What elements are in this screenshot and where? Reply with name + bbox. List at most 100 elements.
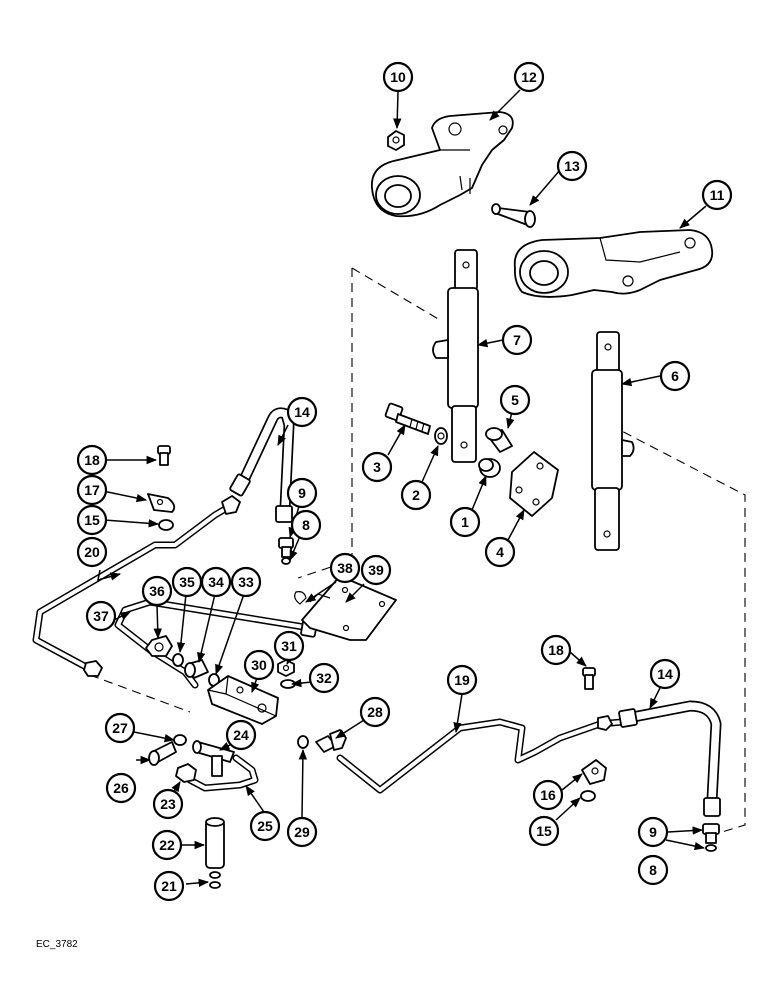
callout-27-label: 27 <box>112 720 128 736</box>
callout-3: 3 <box>361 451 393 483</box>
callout-7-label: 7 <box>513 332 521 348</box>
o-rings-21 <box>209 871 221 889</box>
pipe-25 <box>186 754 259 792</box>
callout-10-label: 10 <box>390 69 406 85</box>
callout-5-label: 5 <box>511 392 519 408</box>
clip-bolt-right <box>582 667 596 690</box>
lift-arm-left <box>371 111 514 218</box>
adapter-28 <box>315 729 347 753</box>
callout-18-right: 18 <box>540 634 572 666</box>
callout-20-label: 20 <box>84 544 100 560</box>
callout-34-label: 34 <box>208 574 224 590</box>
callout-32: 32 <box>308 662 340 694</box>
callout-17: 17 <box>76 474 108 506</box>
callout-33-label: 33 <box>238 574 254 590</box>
callout-14-left-label: 14 <box>294 404 310 420</box>
callout-39: 39 <box>360 554 392 586</box>
callout-15-left-label: 15 <box>84 512 100 528</box>
callout-36: 36 <box>141 575 173 607</box>
cover-plate <box>301 575 397 641</box>
nut-left <box>158 519 174 531</box>
leader-lines <box>97 89 707 888</box>
figure-reference-code: EC_3782 <box>36 939 78 950</box>
lift-arm-right <box>513 229 714 298</box>
callout-12: 12 <box>513 61 545 93</box>
sleeve-22 <box>205 817 225 869</box>
callout-21-label: 21 <box>161 878 177 894</box>
callout-14-right-label: 14 <box>657 666 673 682</box>
callout-23-label: 23 <box>160 796 176 812</box>
callout-29: 29 <box>286 816 318 848</box>
callout-15-right-label: 15 <box>536 823 552 839</box>
callout-9-left-label: 9 <box>298 485 306 501</box>
lift-rod-right <box>591 331 635 551</box>
callout-16: 16 <box>532 779 564 811</box>
clip-bolt-left <box>157 445 171 466</box>
callout-16-label: 16 <box>540 787 556 803</box>
pipe-left <box>32 495 241 677</box>
nut-23 <box>175 763 197 783</box>
callout-36-label: 36 <box>149 583 165 599</box>
callout-4-label: 4 <box>496 544 504 560</box>
callout-35-label: 35 <box>179 574 195 590</box>
callout-25: 25 <box>249 810 281 842</box>
o-ring-35 <box>172 653 184 667</box>
callout-6-label: 6 <box>671 368 679 384</box>
pin <box>485 427 513 453</box>
callout-30-label: 30 <box>251 657 267 673</box>
spacer-plate <box>509 451 559 517</box>
callout-2-label: 2 <box>412 487 420 503</box>
callout-25-label: 25 <box>257 818 273 834</box>
callout-23: 23 <box>152 788 184 820</box>
fitting-left <box>278 537 294 565</box>
callout-8-right-label: 8 <box>649 862 657 878</box>
callout-12-label: 12 <box>521 69 537 85</box>
callout-9-right-label: 9 <box>649 824 657 840</box>
lift-rod-left <box>432 249 479 463</box>
callout-33: 33 <box>230 566 262 598</box>
pipe-right <box>336 715 626 794</box>
callout-35: 35 <box>171 566 203 598</box>
hose-right <box>618 700 722 817</box>
callout-11: 11 <box>701 179 733 211</box>
callout-29-label: 29 <box>294 824 310 840</box>
callout-38: 38 <box>329 552 361 584</box>
callout-37: 37 <box>85 600 117 632</box>
callout-9-right: 9 <box>637 816 669 848</box>
callout-19-label: 19 <box>454 672 470 688</box>
callout-28-label: 28 <box>367 704 383 720</box>
callout-27: 27 <box>104 712 136 744</box>
callout-17-label: 17 <box>84 482 100 498</box>
callout-2: 2 <box>400 479 432 511</box>
callout-15-right: 15 <box>528 815 560 847</box>
callout-1: 1 <box>449 506 481 538</box>
o-ring-29 <box>297 735 309 749</box>
callout-18-right-label: 18 <box>548 642 564 658</box>
callout-28: 28 <box>359 696 391 728</box>
callout-1-label: 1 <box>461 514 469 530</box>
washer <box>434 427 448 445</box>
callout-21: 21 <box>153 870 185 902</box>
callout-8-left-label: 8 <box>302 517 310 533</box>
callout-8-left: 8 <box>290 509 322 541</box>
bushing <box>478 458 501 478</box>
callout-14-left: 14 <box>286 396 318 428</box>
callout-13: 13 <box>556 150 588 182</box>
hose-left <box>229 407 295 523</box>
callout-18-left-label: 18 <box>84 452 100 468</box>
callout-9-left: 9 <box>286 477 318 509</box>
callout-22-label: 22 <box>159 837 175 853</box>
callout-30: 30 <box>243 649 275 681</box>
callout-26: 26 <box>105 772 137 804</box>
nut-right <box>580 790 596 802</box>
callout-32-label: 32 <box>316 670 332 686</box>
pivot-pin <box>491 203 536 228</box>
callout-18-left: 18 <box>76 444 108 476</box>
sleeve-34 <box>184 659 209 679</box>
callout-31-label: 31 <box>281 638 297 654</box>
callout-34: 34 <box>200 566 232 598</box>
callout-3-label: 3 <box>373 459 381 475</box>
callout-14-right: 14 <box>649 658 681 690</box>
callout-24: 24 <box>225 719 257 751</box>
